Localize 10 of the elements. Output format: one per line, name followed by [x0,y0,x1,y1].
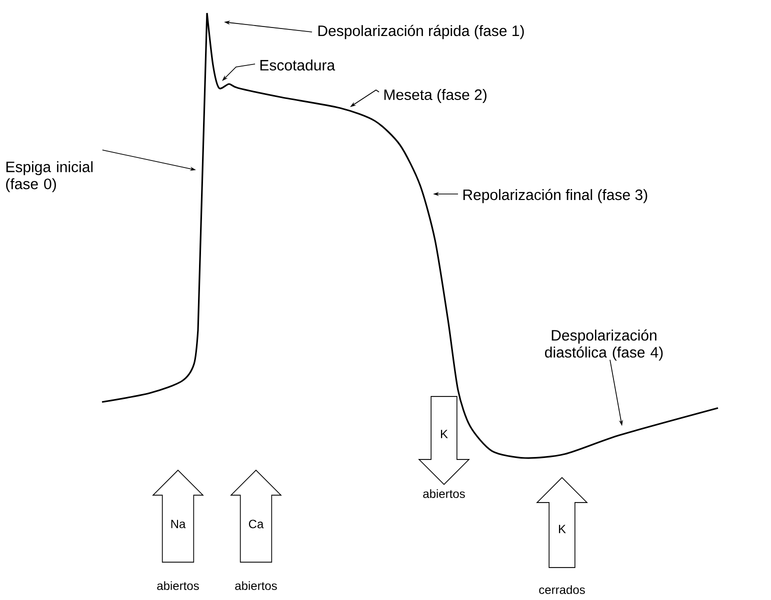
channel-state-label: cerrados [539,585,585,594]
phase-label: Repolarización final (fase 3) [463,188,648,204]
channel-state-label: abiertos [235,581,277,590]
phase-label: Espiga inicial (fase 0) [6,161,93,192]
phase-label: Despolarización rápida (fase 1) [318,24,524,40]
channel-state-label: abiertos [423,489,465,498]
phase-label: Despolarización diastólica (fase 4) [545,329,663,361]
channel-state-label: abiertos [157,581,199,590]
phase-label: Escotadura [260,60,336,70]
phase-label: Meseta (fase 2) [384,89,486,103]
